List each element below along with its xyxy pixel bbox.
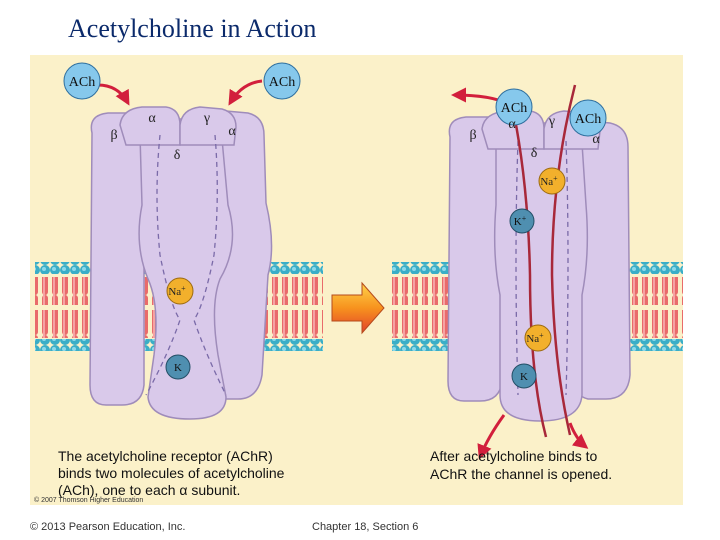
subunit-label-gamma-left: γ: [203, 111, 210, 126]
right-caption: After acetylcholine binds to AChR the ch…: [430, 448, 612, 482]
na-ion-right-top: Na+: [538, 167, 566, 195]
subunit-label-alpha1-right: α: [508, 117, 516, 132]
na-ion-left: Na+: [166, 277, 194, 305]
ach-left-1-label: ACh: [69, 75, 95, 90]
subunit-label-alpha1-left: α: [148, 111, 156, 126]
subunit-label-delta-right: δ: [531, 146, 538, 161]
subunit-label-alpha2-right: α: [592, 132, 600, 147]
right-caption-line-1: After acetylcholine binds to: [430, 448, 598, 464]
subunit-delta-right: [493, 122, 589, 422]
svg-text:K: K: [520, 371, 528, 383]
receptor-right: [447, 110, 631, 422]
subunit-label-beta-left: β: [110, 128, 117, 143]
ion-paths-right: [508, 84, 577, 438]
subunit-label-gamma-right: γ: [548, 114, 555, 129]
right-caption-line-2: AChR the channel is opened.: [430, 466, 612, 482]
receptor-figure: ACh ACh β α γ α δ Na+ K The acetylcholin…: [30, 55, 683, 505]
svg-text:Na+: Na+: [526, 331, 544, 345]
k-ion-right-bottom: K: [511, 363, 537, 389]
subunit-gamma-left: [179, 106, 237, 146]
svg-text:K+: K+: [514, 214, 527, 228]
right-panel: ACh ACh β α γ α δ Na+ K+ Na+ K After ace…: [392, 84, 683, 482]
subunit-label-delta-left: δ: [174, 148, 181, 163]
svg-text:Na+: Na+: [168, 284, 186, 298]
left-caption-line-3: (ACh), one to each α subunit.: [58, 482, 240, 498]
na-ion-right-bottom: Na+: [524, 324, 552, 352]
footer-copyright: © 2013 Pearson Education, Inc.: [30, 521, 186, 533]
subunit-label-alpha2-left: α: [228, 124, 236, 139]
k-ion-left: K: [165, 354, 191, 380]
k-ion-right-top: K+: [509, 208, 535, 234]
subunit-beta-left: [89, 112, 145, 406]
svg-text:K: K: [174, 362, 182, 374]
receptor-left: [89, 106, 273, 420]
left-caption: The acetylcholine receptor (AChR) binds …: [58, 448, 285, 498]
left-caption-line-2: binds two molecules of acetylcholine: [58, 465, 285, 481]
ach-left-2: ACh: [263, 62, 301, 100]
left-caption-line-1: The acetylcholine receptor (AChR): [58, 448, 273, 464]
ach-right-1-label: ACh: [501, 101, 527, 116]
ach-left-1: ACh: [63, 62, 101, 100]
subunit-beta-right: [447, 116, 503, 402]
ach-right-2-label: ACh: [575, 112, 601, 127]
svg-text:Na+: Na+: [540, 174, 558, 188]
figure-copyright: © 2007 Thomson Higher Education: [34, 496, 143, 504]
footer-chapter: Chapter 18, Section 6: [312, 521, 419, 533]
channel-lines-left: [145, 134, 227, 396]
transition-arrow: [331, 281, 385, 335]
slide-title: Acetylcholine in Action: [68, 14, 317, 43]
ach-right-1: ACh: [495, 88, 533, 126]
ach-left-2-label: ACh: [269, 75, 295, 90]
subunit-label-beta-right: β: [469, 128, 476, 143]
ligand-arrows-left: [97, 79, 263, 106]
ach-right-2: ACh: [569, 99, 607, 137]
channel-lines-right: [515, 140, 569, 396]
left-panel: ACh ACh β α γ α δ Na+ K The acetylcholin…: [35, 62, 323, 498]
